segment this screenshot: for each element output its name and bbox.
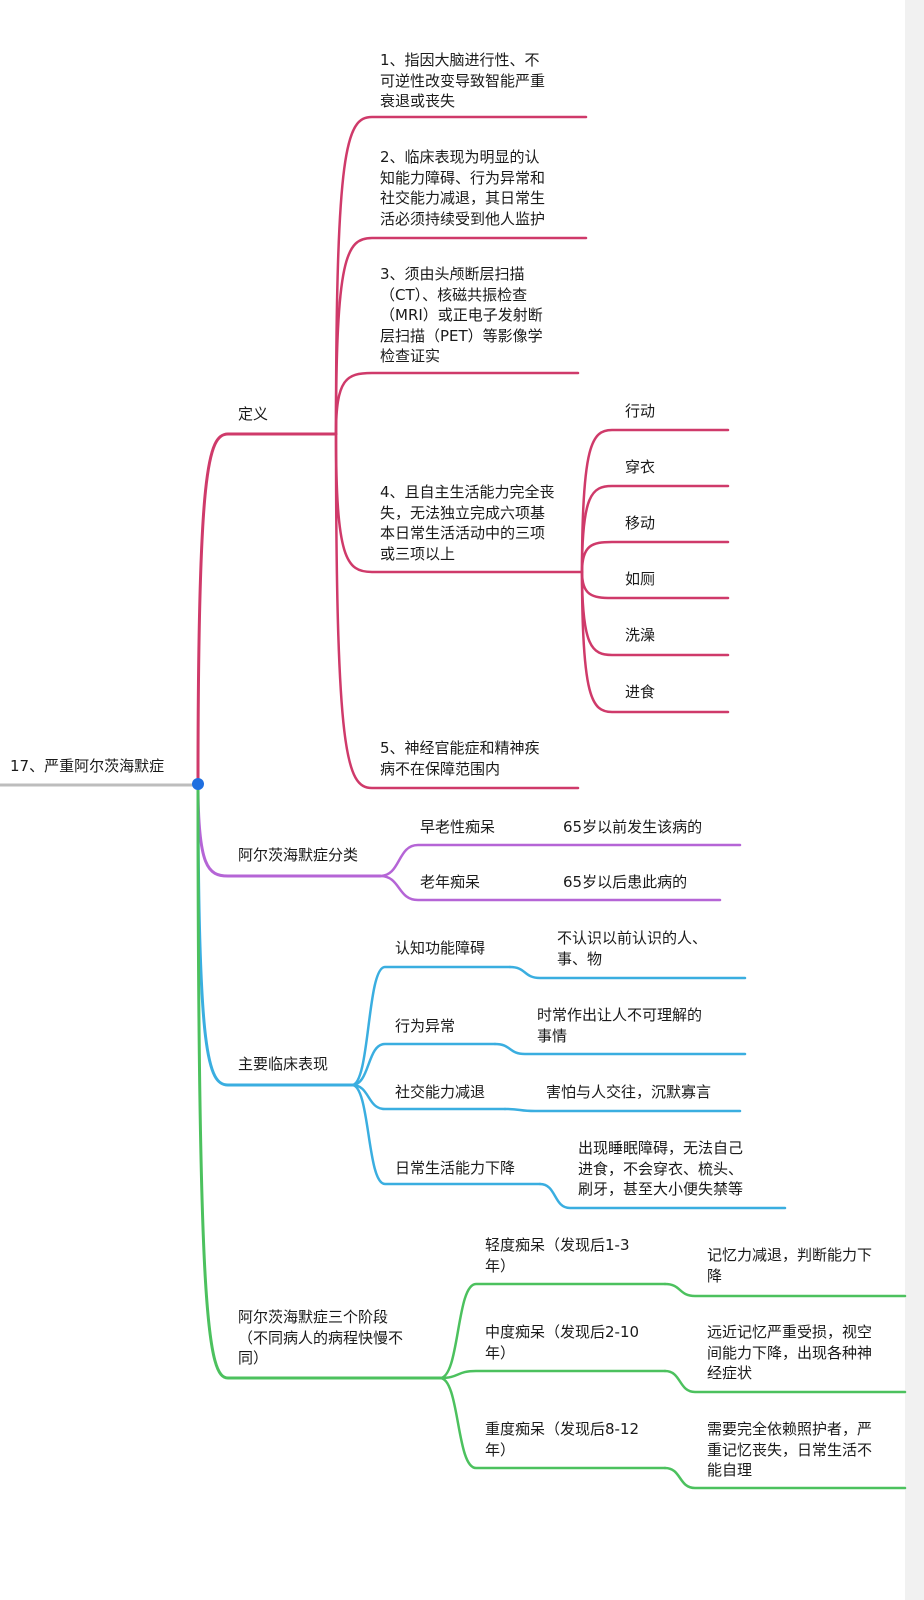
right-edge-strip <box>905 0 924 1600</box>
stage-item-mild: 轻度痴呆（发现后1-3 年） <box>485 1236 630 1275</box>
root-node-dot <box>192 778 204 790</box>
root-topic: 17、严重阿尔茨海默症 <box>10 757 165 775</box>
classification-detail-early: 65岁以前发生该病的 <box>563 818 703 836</box>
symptom-detail-cognitive: 不认识以前认识的人、 事、物 <box>557 929 708 968</box>
connector-definition-item-2 <box>334 236 588 436</box>
definition-item-1: 1、指因大脑进行性、不 可逆性改变导致智能严重 衰退或丧失 <box>380 51 546 110</box>
adl-item-walk: 行动 <box>625 402 656 420</box>
connector-symptom-detail-1 <box>508 965 747 980</box>
connector-stages <box>196 782 442 1380</box>
connector-stage-detail-3 <box>663 1466 907 1490</box>
classification-detail-senile: 65岁以后患此病的 <box>563 873 688 891</box>
adl-item-eat: 进食 <box>625 683 656 701</box>
stage-detail-mild: 记忆力减退，判断能力下 降 <box>707 1246 873 1285</box>
connector-stage-detail-1 <box>663 1282 907 1298</box>
connector-symptom-detail-4 <box>538 1182 787 1210</box>
connector-classification-item-2 <box>378 874 722 902</box>
connector-stage-item-3 <box>438 1376 667 1470</box>
connector-symptom-item-1 <box>350 965 512 1087</box>
symptom-item-behavior: 行为异常 <box>395 1017 456 1035</box>
connector-definition <box>196 432 338 786</box>
definition-item-2: 2、临床表现为明显的认 知能力障碍、行为异常和 社交能力减退，其日常生 活必须持… <box>380 148 546 228</box>
connector-symptom-detail-3 <box>503 1107 742 1113</box>
definition-item-5: 5、神经官能症和精神疾 病不在保障范围内 <box>380 739 540 778</box>
connector-stage-item-2 <box>438 1369 667 1380</box>
connector-symptoms <box>196 782 354 1087</box>
adl-item-bathe: 洗澡 <box>625 626 656 644</box>
connector-adl-2 <box>580 484 730 574</box>
connector-definition-item-3 <box>334 371 580 436</box>
connector-adl-3 <box>580 540 730 574</box>
stage-item-severe: 重度痴呆（发现后8-12 年） <box>485 1420 640 1459</box>
connector-symptom-detail-2 <box>493 1042 747 1056</box>
connector-stage-detail-2 <box>663 1369 907 1394</box>
connector-adl-6 <box>580 570 730 714</box>
connector-symptom-item-3 <box>350 1083 507 1111</box>
connector-stage-item-1 <box>438 1282 667 1380</box>
stage-item-moderate: 中度痴呆（发现后2-10 年） <box>485 1323 640 1362</box>
definition-item-4: 4、且自主生活能力完全丧 失，无法独立完成六项基 本日常生活活动中的三项 或三项… <box>380 483 555 563</box>
connector-adl-1 <box>580 428 730 574</box>
symptom-detail-social: 害怕与人交往，沉默寡言 <box>546 1083 712 1101</box>
connector-symptom-item-4 <box>350 1083 542 1186</box>
symptom-item-social: 社交能力减退 <box>395 1083 486 1101</box>
symptom-item-daily: 日常生活能力下降 <box>395 1159 516 1177</box>
adl-item-toilet: 如厕 <box>625 570 656 588</box>
branch-classification: 阿尔茨海默症分类 <box>238 846 359 864</box>
stage-detail-severe: 需要完全依赖照护者，严 重记忆丧失，日常生活不 能自理 <box>707 1420 873 1479</box>
connector-definition-item-1 <box>334 115 588 436</box>
branch-symptoms: 主要临床表现 <box>238 1055 329 1073</box>
connector-symptom-item-2 <box>350 1042 497 1087</box>
branch-definition: 定义 <box>238 405 269 423</box>
symptom-detail-daily: 出现睡眠障碍，无法自己 进食，不会穿衣、梳头、 刷牙，甚至大小便失禁等 <box>578 1139 744 1198</box>
classification-item-senile: 老年痴呆 <box>420 873 481 891</box>
classification-item-early: 早老性痴呆 <box>420 818 496 836</box>
stage-detail-moderate: 远近记忆严重受损，视空 间能力下降，出现各种神 经症状 <box>707 1323 873 1382</box>
adl-item-move: 移动 <box>625 514 656 532</box>
connector-definition-item-5 <box>334 432 580 790</box>
symptom-detail-behavior: 时常作出让人不可理解的 事情 <box>537 1006 703 1045</box>
connector-classification-item-1 <box>378 843 742 878</box>
branch-stages: 阿尔茨海默症三个阶段 （不同病人的病程快慢不 同） <box>238 1308 404 1367</box>
definition-item-3: 3、须由头颅断层扫描 （CT）、核磁共振检查 （MRI）或正电子发射断 层扫描（… <box>380 265 543 365</box>
symptom-item-cognitive: 认知功能障碍 <box>395 939 486 957</box>
adl-item-dress: 穿衣 <box>625 458 656 476</box>
